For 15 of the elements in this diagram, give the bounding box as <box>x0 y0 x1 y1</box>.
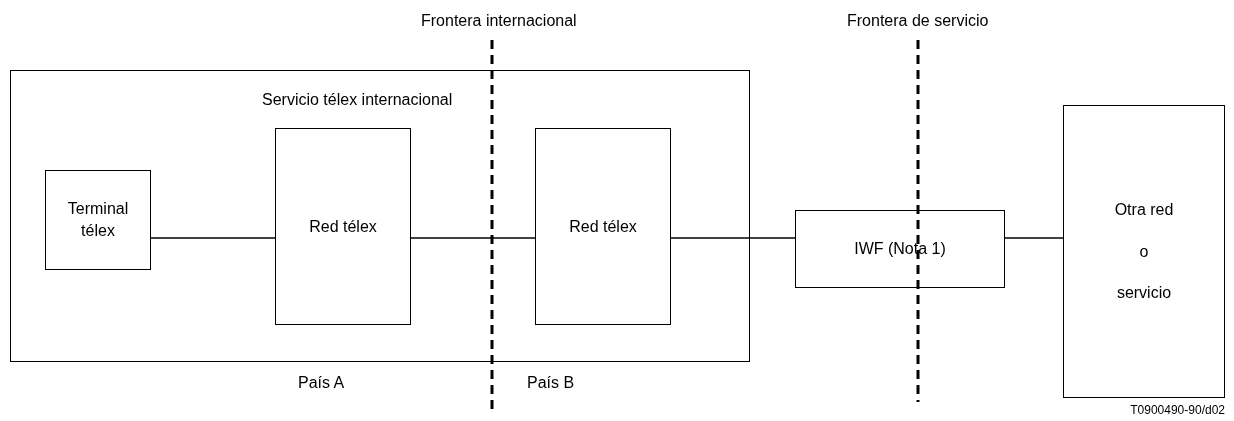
connector-line <box>1004 237 1064 239</box>
frontier-label: Frontera internacional <box>421 12 577 30</box>
service-group-box <box>10 70 750 362</box>
frontier-label: Frontera de servicio <box>847 12 989 30</box>
connector-line <box>150 237 276 239</box>
connector-line <box>670 237 796 239</box>
connector-line <box>410 237 536 239</box>
figure-code: T0900490-90/d02 <box>1130 403 1225 417</box>
interworking-box: IWF (Nota 1) <box>795 210 1005 288</box>
network-box: Otra red o servicio <box>1063 105 1225 398</box>
terminal-box: Terminal télex <box>45 170 151 270</box>
country-label: País A <box>298 374 345 392</box>
network-box: Red télex <box>535 128 671 325</box>
network-box: Red télex <box>275 128 411 325</box>
country-label: País B <box>527 374 575 392</box>
